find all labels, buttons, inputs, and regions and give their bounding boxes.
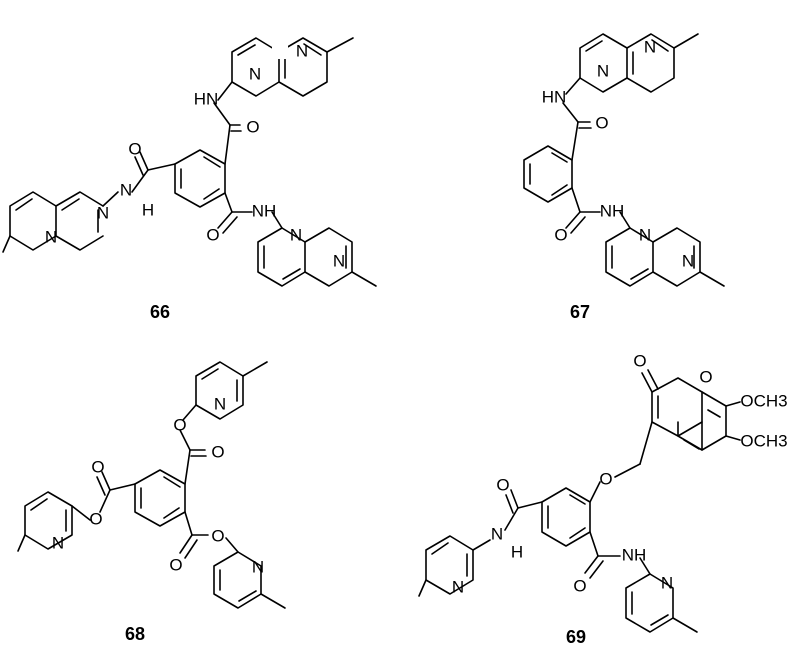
atom-O: O xyxy=(211,526,224,545)
atom-O: O xyxy=(633,351,646,370)
atom-NH: NH xyxy=(600,201,625,220)
naphthyridine-left-66 xyxy=(2,191,104,253)
atom-N: N xyxy=(97,203,109,222)
pyridine-left-69 xyxy=(418,535,474,597)
ester-top-68 xyxy=(179,404,207,485)
naphthyridine-top-66 xyxy=(231,37,354,97)
pyridine-left-68 xyxy=(17,491,73,552)
atom-NH: NH xyxy=(252,201,277,220)
central-benzene-69 xyxy=(541,487,591,547)
atom-N: N xyxy=(333,251,345,270)
naphthyridine-top-67 xyxy=(579,33,699,93)
atom-N: N xyxy=(252,557,264,576)
compound-68: N O O O O N O O N 68 xyxy=(17,361,286,644)
atom-O: O xyxy=(206,225,219,244)
central-benzene-68 xyxy=(134,469,186,527)
atom-O: O xyxy=(599,469,612,488)
amide-bottom-69 xyxy=(584,531,651,579)
atom-N: N xyxy=(296,41,308,60)
atom-HN: HN xyxy=(194,89,219,108)
amide-top-67 xyxy=(562,77,592,161)
amide-top-66 xyxy=(213,81,242,165)
atom-N: N xyxy=(52,533,64,552)
amide-bottom-67 xyxy=(565,187,631,234)
atom-NH: NH xyxy=(622,545,647,564)
compound-67: N N HN O O NH N N 67 xyxy=(523,33,725,322)
atom-O: O xyxy=(169,555,182,574)
atom-O: O xyxy=(595,113,608,132)
compound-label-66: 66 xyxy=(150,302,170,322)
atom-HN: HN xyxy=(542,87,567,106)
atom-N: N xyxy=(639,225,651,244)
amide-bottom-66 xyxy=(217,192,283,234)
ester-bottom-68 xyxy=(179,511,239,559)
atom-N: N xyxy=(491,524,503,543)
naphthyridine-bottom-67 xyxy=(605,227,725,287)
pyridine-bottom-68 xyxy=(213,551,286,609)
pyridine-top-68 xyxy=(195,361,268,420)
compound-69: O O OCH3 OCH3 O O N H N O NH N 69 xyxy=(418,351,788,647)
ether-linker-69 xyxy=(589,421,653,503)
compound-label-67: 67 xyxy=(570,302,590,322)
atom-N: N xyxy=(45,227,57,246)
atom-O: O xyxy=(246,117,259,136)
amide-left-66 xyxy=(102,151,176,207)
atom-N: N xyxy=(661,573,673,592)
atom-O: O xyxy=(173,415,186,434)
atom-N: N xyxy=(120,180,132,199)
atom-N: N xyxy=(682,251,694,270)
pyridine-bottom-69 xyxy=(625,573,698,633)
atom-O: O xyxy=(91,457,104,476)
atom-H: H xyxy=(142,200,154,219)
atom-N: N xyxy=(644,37,656,56)
central-benzene-66 xyxy=(174,149,226,208)
naphthyridine-bottom-66 xyxy=(257,227,377,287)
atom-H: H xyxy=(511,542,523,561)
atom-O: O xyxy=(573,576,586,595)
methoxy-label: OCH3 xyxy=(740,431,787,450)
compound-label-68: 68 xyxy=(125,624,145,644)
methoxy-label: OCH3 xyxy=(740,391,787,410)
atom-O: O xyxy=(496,475,509,494)
atom-N: N xyxy=(290,225,302,244)
atom-O: O xyxy=(554,225,567,244)
atom-N: N xyxy=(452,577,464,596)
atom-O: O xyxy=(128,139,141,158)
atom-O: O xyxy=(699,367,712,386)
amide-left-69 xyxy=(472,489,543,551)
compound-label-69: 69 xyxy=(566,627,586,647)
ester-left-68 xyxy=(71,471,136,521)
atom-O: O xyxy=(211,442,224,461)
atom-O: O xyxy=(89,509,102,528)
atom-N: N xyxy=(597,61,609,80)
atom-N: N xyxy=(214,394,226,413)
coumarin-benzo-69 xyxy=(677,391,741,451)
compound-66: N N HN O O N H N N O NH N N 66 xyxy=(2,37,377,322)
atom-N: N xyxy=(249,64,261,83)
central-benzene-67 xyxy=(523,145,573,203)
